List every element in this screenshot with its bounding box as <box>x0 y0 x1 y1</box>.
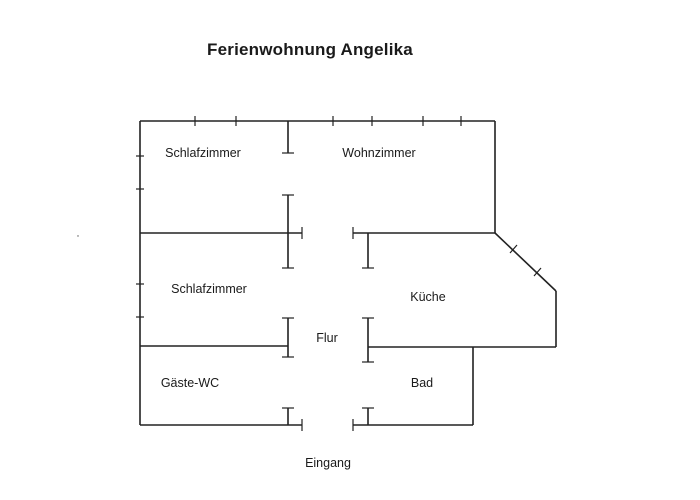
room-label-bad: Bad <box>411 376 433 390</box>
entrance-label: Eingang <box>305 456 351 470</box>
room-label-kueche: Küche <box>410 290 445 304</box>
interior-walls <box>140 121 495 431</box>
outer-walls <box>139 120 557 426</box>
plan-title: Ferienwohnung Angelika <box>207 40 413 59</box>
room-label-schlafzimmer-top: Schlafzimmer <box>165 146 241 160</box>
window-marks <box>136 116 542 318</box>
room-label-wohnzimmer: Wohnzimmer <box>342 146 415 160</box>
room-label-gaeste-wc: Gäste-WC <box>161 376 219 390</box>
room-label-flur: Flur <box>316 331 338 345</box>
stray-dot <box>77 235 79 237</box>
room-label-schlafzimmer-mid: Schlafzimmer <box>171 282 247 296</box>
